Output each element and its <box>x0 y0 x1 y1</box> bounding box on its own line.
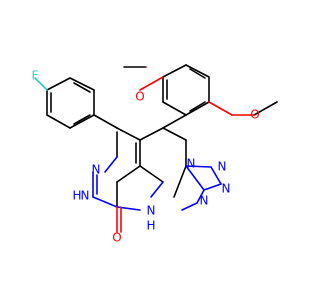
tetrazole-nitrogen-4-label: N <box>200 194 209 208</box>
tetrazole-nitrogen-1-label: N <box>187 157 196 171</box>
molecule-canvas: F O O O N N H N N N N N H <box>31 64 278 245</box>
tetrazole-nitrogen-3-label: N <box>222 182 231 196</box>
oxygen-bonds <box>116 66 255 233</box>
fluorine-bond <box>34 77 48 91</box>
methoxy-oxygen-right-label: O <box>250 108 259 122</box>
chemical-structure: F O O O N N H N N N N N H <box>32 64 278 245</box>
pyridazine-nitrogen-upper-label: N <box>92 163 101 177</box>
tetrazole-nitrogen-2-label: N <box>218 160 227 174</box>
carbonyl-oxygen-label: O <box>112 231 121 245</box>
pyridazine-hydrogen-label: H <box>72 189 81 203</box>
amine-nitrogen-label: N <box>147 204 156 218</box>
fluorine-atom-label: F <box>32 69 39 83</box>
amine-hydrogen-label: H <box>146 219 155 233</box>
pyridazine-nitrogen-lower-label: N <box>81 189 90 203</box>
carbon-bonds <box>46 64 278 208</box>
methoxy-oxygen-top-label: O <box>135 90 144 104</box>
